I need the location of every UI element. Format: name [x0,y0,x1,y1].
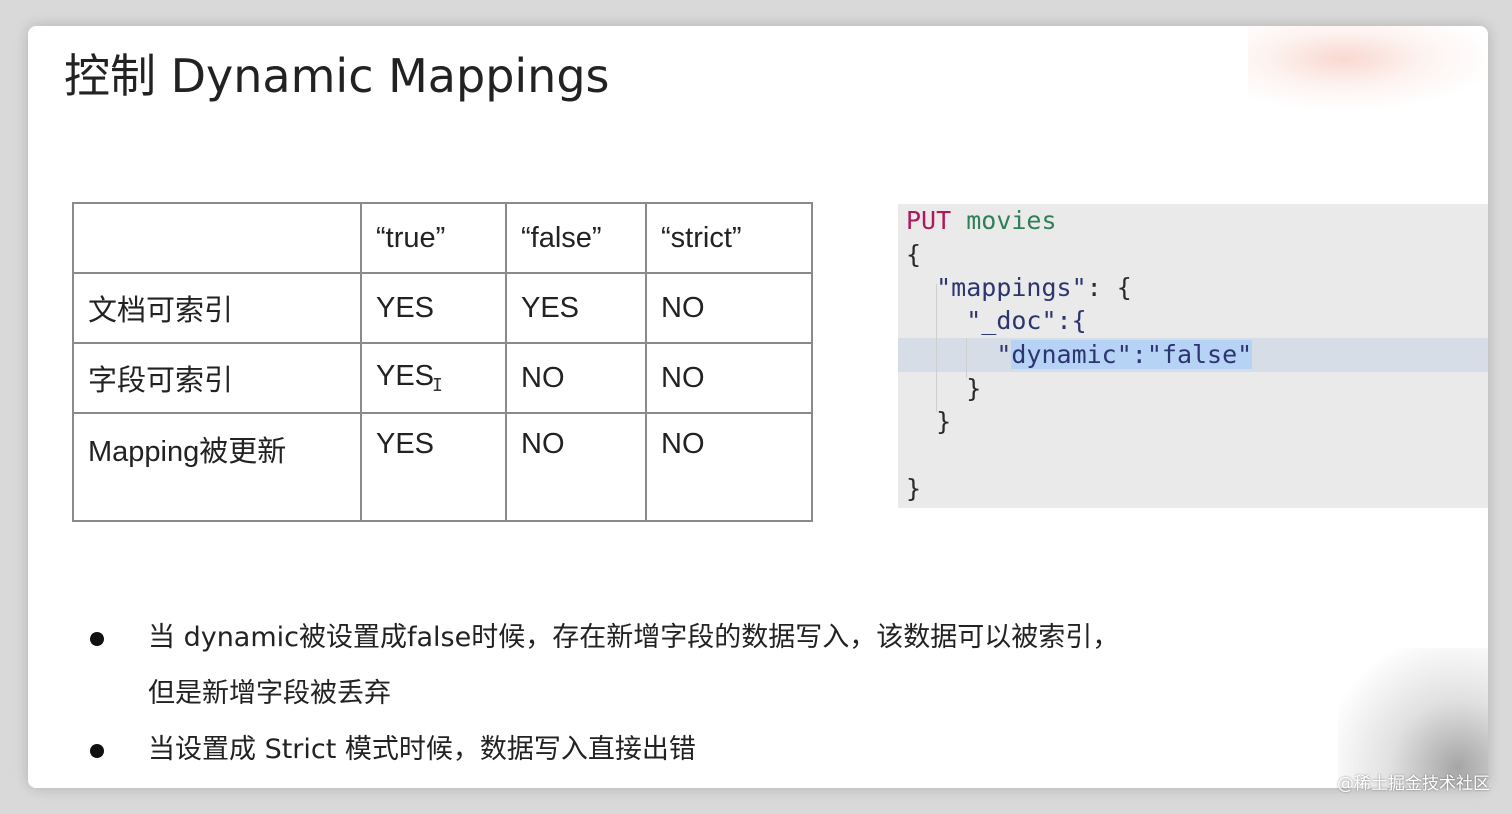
code-dynamic-key-selected[interactable]: dynamic [1011,340,1117,369]
slide-title: 控制 Dynamic Mappings [64,49,610,103]
code-block: PUT movies { "mappings": { "_doc":{ "dyn… [898,204,1488,508]
code-line-2: { [906,238,921,272]
table-cell: NO [645,272,813,344]
row-label-document-indexable: 文档可索引 [72,272,362,344]
code-line-5: "dynamic":"false" [906,338,1253,372]
code-open-brace: { [906,240,922,269]
table-header-row: “true” “false” “strict” [72,202,813,274]
code-line-7: } [906,405,951,439]
code-dynamic-quote: " [996,340,1012,369]
code-close-root: } [906,474,922,503]
code-close-mappings: } [936,407,952,436]
table-cell: YES [505,272,647,344]
table-cell: NO [505,342,647,414]
decorative-glow-top [1248,26,1488,108]
code-index-name: movies [966,206,1057,235]
code-dynamic-value[interactable]: ":"false" [1116,340,1253,369]
bullet-text: 当设置成 Strict 模式时候，数据写入直接出错 [148,734,696,765]
bullet-dot-icon [90,744,104,758]
table-header-empty [72,202,362,274]
row-label-field-indexable: 字段可索引 [72,342,362,414]
list-item: 当设置成 Strict 模式时候，数据写入直接出错 [84,722,1119,778]
table-cell: NO [505,412,647,522]
table-cell: NO [645,412,813,522]
code-mappings-key: "mappings" [936,273,1087,302]
table-header-true: “true” [360,202,507,274]
row-label-mapping-updated: Mapping被更新 [72,412,362,522]
table-cell-text: YES [376,360,435,392]
table-cell: YESI [360,342,507,414]
indent-guide [966,338,967,378]
code-doc-line: "_doc":{ [966,306,1087,335]
indent-guide [936,284,937,412]
code-mappings-rest: : { [1086,273,1132,302]
bullet-dot-icon [90,632,104,646]
table-cell: YES [360,272,507,344]
code-line-4: "_doc":{ [906,304,1087,338]
bullet-text-continued: 但是新增字段被丢弃 [148,678,391,709]
decorative-glow-bottom [1338,648,1488,788]
list-item: 当 dynamic被设置成false时候，存在新增字段的数据写入，该数据可以被索… [84,610,1119,722]
table-row: 文档可索引 YES YES NO [72,272,813,344]
bullet-list: 当 dynamic被设置成false时候，存在新增字段的数据写入，该数据可以被索… [84,610,1119,778]
slide: 控制 Dynamic Mappings “true” “false” “stri… [28,26,1488,788]
text-cursor-icon: I [432,375,443,396]
code-line-9: } [906,472,921,506]
table-row: 字段可索引 YESI NO NO [72,342,813,414]
table-cell: YES [360,412,507,522]
code-line-3: "mappings": { [906,271,1132,305]
code-line-6: } [906,372,981,406]
code-close-doc: } [966,374,982,403]
code-line-1: PUT movies [906,204,1057,238]
bullet-text: 当 dynamic被设置成false时候，存在新增字段的数据写入，该数据可以被索… [148,622,1120,653]
dynamic-mapping-table: “true” “false” “strict” 文档可索引 YES YES NO… [72,202,813,522]
table-row: Mapping被更新 YES NO NO [72,412,813,522]
table-cell: NO [645,342,813,414]
watermark: @稀土掘金技术社区 [1337,774,1490,794]
table-header-false: “false” [505,202,647,274]
code-method: PUT [906,206,952,235]
table-header-strict: “strict” [645,202,813,274]
